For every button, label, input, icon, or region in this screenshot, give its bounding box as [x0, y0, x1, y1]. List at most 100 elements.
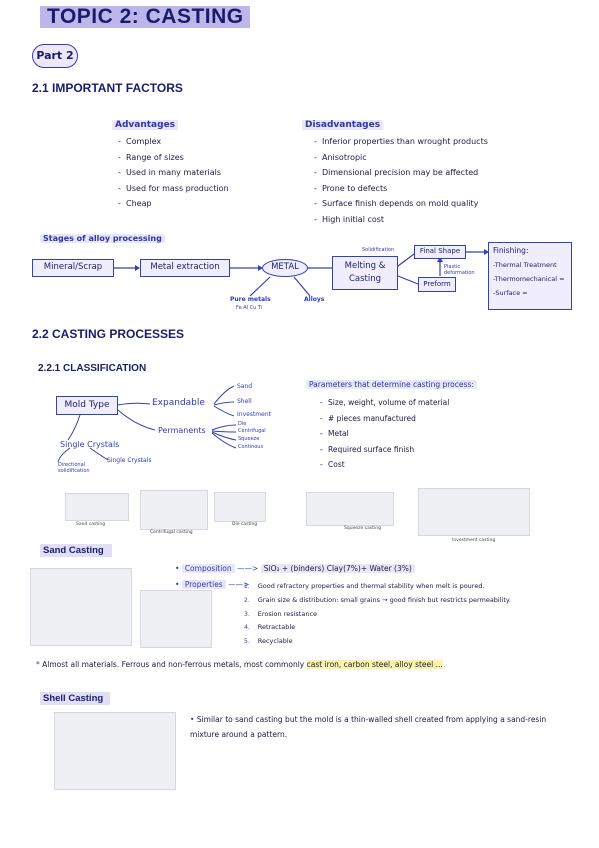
sand-note-text: Almost all materials. Ferrous and non-fe…: [42, 660, 307, 669]
list-number: 3.: [244, 610, 250, 618]
shell-title-highlight: [40, 692, 110, 705]
list-number: 5.: [244, 638, 250, 646]
properties-line: • Properties ——>: [175, 580, 250, 589]
sand-mold-image: [30, 568, 132, 646]
section-heading-2-2-1: 2.2.1 CLASSIFICATION: [38, 363, 147, 374]
flow-alloys: Alloys: [304, 296, 325, 303]
flow-melting: Melting & Casting: [332, 256, 398, 290]
composition-label: Composition: [181, 564, 235, 573]
sand-casting-image: [65, 493, 129, 521]
list-item: High initial cost: [314, 212, 488, 228]
list-item: Complex: [118, 134, 229, 150]
flow-pure-metals: Pure metals: [230, 296, 271, 303]
permanent-label: Permanents: [158, 426, 206, 435]
finishing-item: -Surface =: [493, 289, 528, 297]
list-item: Cheap: [118, 196, 229, 212]
flow-extraction: Metal extraction: [140, 259, 230, 277]
list-item: Surface finish depends on mold quality: [314, 196, 488, 212]
flow-metal: METAL: [262, 259, 308, 277]
mold-type-box: Mold Type: [56, 396, 118, 415]
list-item: 5. Recyclable: [244, 635, 511, 649]
list-item: 4. Retractable: [244, 621, 511, 635]
squeeze-casting-image: [306, 492, 394, 526]
sand-title-highlight: [40, 544, 112, 557]
single-crystals-label: Single Crystals: [60, 440, 120, 449]
perm-continous: Continous: [238, 444, 264, 450]
advantages-title: Advantages: [112, 120, 179, 130]
list-item: Dimensional precision may be affected: [314, 165, 488, 181]
list-item: Size, weight, volume of material: [320, 395, 449, 411]
sand-casting-tool-image: [140, 590, 212, 648]
flow-preform: Preform: [418, 277, 456, 292]
list-number: 4.: [244, 624, 250, 632]
list-item: 3. Erosion resistance: [244, 608, 511, 622]
directional-label: Directional solidification: [58, 462, 90, 474]
die-casting-image: [214, 492, 266, 522]
properties-list: 1. Good refractory properties and thermal…: [244, 580, 511, 649]
property-text: Retractable: [257, 623, 296, 632]
caption: Die casting: [232, 522, 258, 527]
list-number: 2.: [244, 596, 250, 604]
sand-note-highlight: cast iron, carbon steel, alloy steel ...: [306, 660, 443, 669]
list-item: # pieces manufactured: [320, 411, 449, 427]
finishing-title: Finishing:: [493, 246, 529, 255]
list-item: Cost: [320, 457, 449, 473]
list-item: Metal: [320, 426, 449, 442]
exp-shell: Shell: [237, 398, 252, 405]
flow-plastic-label: Plastic deformation: [444, 264, 475, 276]
composition-line: • Composition ——> SiO₂ + (binders) Clay(…: [175, 564, 415, 573]
investment-casting-image: [418, 488, 530, 536]
finishing-item: -Thermomechanical =: [493, 275, 565, 283]
list-item: Used in many materials: [118, 165, 229, 181]
shell-desc-text: Similar to sand casting but the mold is …: [190, 715, 547, 739]
list-item: Inferior properties than wrought product…: [314, 134, 488, 150]
perm-squeeze: Squeeze: [238, 436, 260, 442]
flow-mineral: Mineral/Scrap: [32, 259, 114, 277]
composition-text: SiO₂ + (binders) Clay(7%)+ Water (3%): [260, 564, 415, 573]
sand-casting-title: Sand Casting: [43, 545, 104, 556]
perm-centrifugal: Centrifugal: [238, 428, 266, 434]
finishing-box: Finishing: -Thermal Treatment -Thermomec…: [488, 242, 572, 310]
classification-connectors: [57, 385, 237, 463]
property-text: Good refractory properties and thermal s…: [257, 582, 485, 590]
list-number: 1.: [244, 583, 250, 590]
list-item: Range of sizes: [118, 150, 229, 166]
caption: Sand casting: [76, 522, 106, 527]
list-item: 1. Good refractory properties and thermal…: [244, 580, 511, 594]
stages-title: Stages of alloy processing: [40, 234, 165, 243]
property-text: Recyclable: [257, 637, 293, 646]
single-crystals-label-2: Single Crystals: [107, 457, 152, 464]
list-item: Prone to defects: [314, 181, 488, 197]
centrifugal-casting-image: [140, 490, 208, 530]
finishing-item: -Thermal Treatment: [493, 261, 557, 269]
disadvantages-title: Disadvantages: [302, 120, 384, 130]
caption: Squeeze casting: [344, 526, 381, 531]
caption: Centrifugal casting: [150, 530, 193, 535]
part-badge: Part 2: [32, 44, 78, 68]
params-list: Size, weight, volume of material # piece…: [320, 395, 449, 473]
section-heading-2-1: 2.1 IMPORTANT FACTORS: [32, 81, 183, 95]
list-item: 2. Grain size & distribution: small grain…: [244, 594, 511, 608]
disadvantages-list: Inferior properties than wrought product…: [314, 134, 488, 227]
flow-pure-sub: Fe Al Cu Ti: [236, 305, 263, 311]
flow-final-shape: Final Shape: [414, 245, 466, 259]
title-highlight: [40, 6, 250, 28]
caption: Investment casting: [452, 538, 496, 543]
list-item: Required surface finish: [320, 442, 449, 458]
property-text: Grain size & distribution: small grains …: [257, 595, 511, 604]
sand-note: * Almost all materials. Ferrous and non-…: [36, 660, 443, 669]
flow-solidification-label: Solidification: [362, 247, 395, 253]
advantages-list: Complex Range of sizes Used in many mate…: [118, 134, 229, 212]
shell-description: • Similar to sand casting but the mold i…: [190, 715, 547, 739]
property-text: Erosion resistance: [257, 609, 318, 618]
params-title: Parameters that determine casting proces…: [306, 380, 477, 389]
page-title: TOPIC 2: CASTING: [47, 5, 244, 28]
list-item: Used for mass production: [118, 181, 229, 197]
perm-die: Die: [238, 421, 247, 427]
list-item: Anisotropic: [314, 150, 488, 166]
section-heading-2-2: 2.2 CASTING PROCESSES: [32, 327, 185, 341]
exp-investment: Investment: [237, 411, 271, 418]
shell-casting-title: Shell Casting: [43, 693, 104, 704]
shell-casting-image: [54, 712, 176, 790]
properties-label: Properties: [181, 580, 226, 589]
